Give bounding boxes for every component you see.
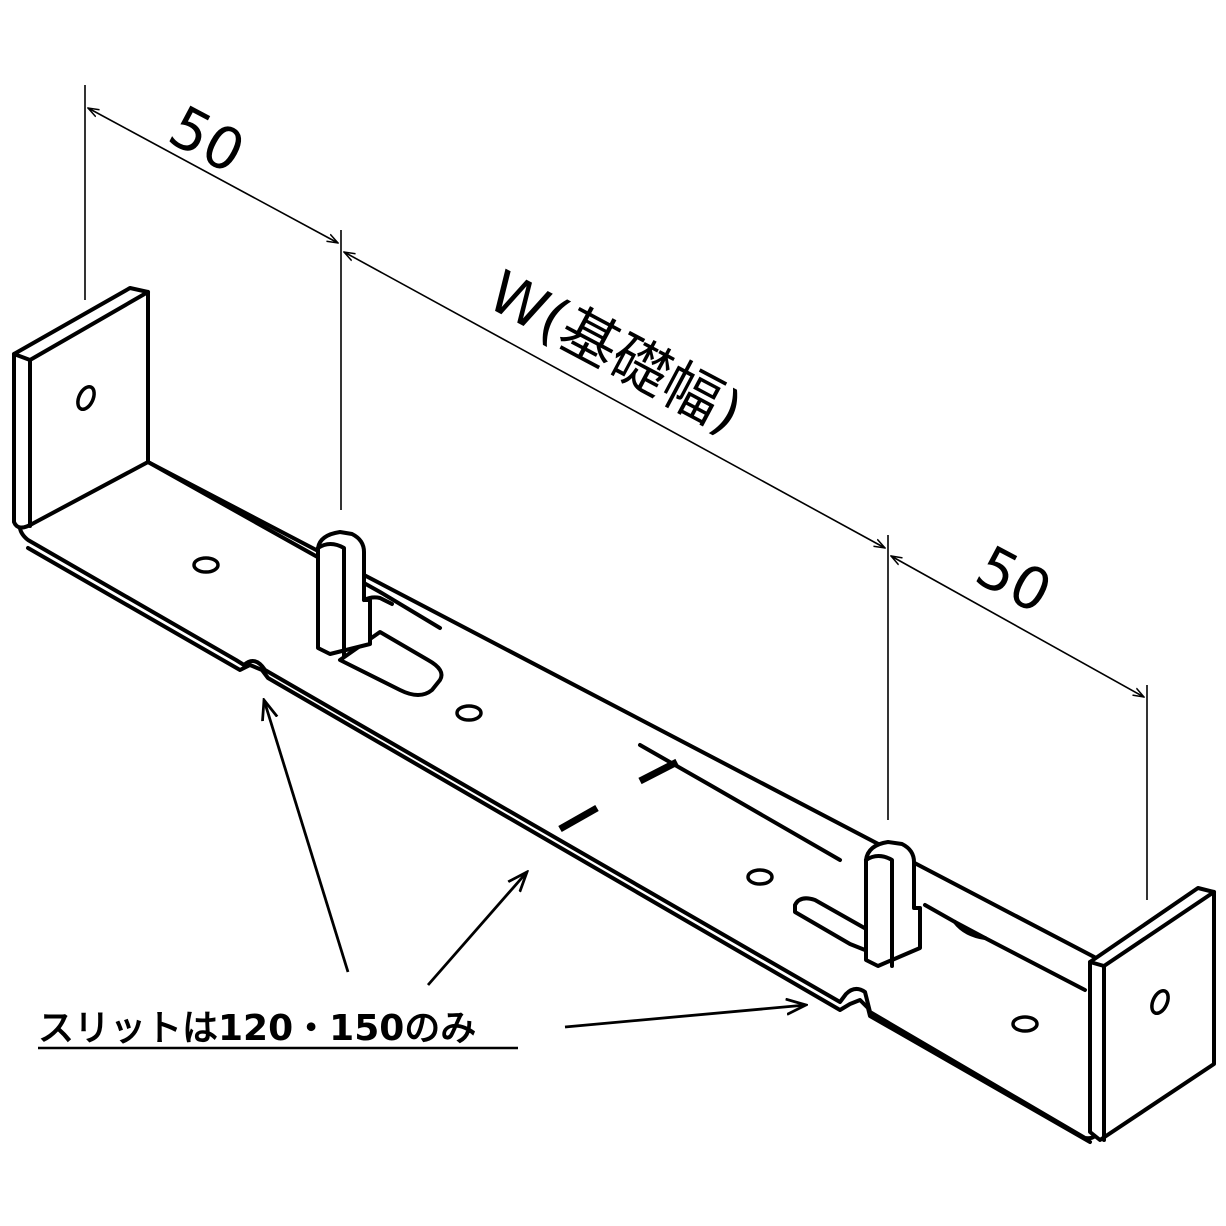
dimension-line-left xyxy=(88,108,338,243)
right-flange xyxy=(1088,886,1216,1142)
dimension-w-label: W(基礎幅) xyxy=(477,257,753,447)
leader-slit-right xyxy=(564,1005,806,1029)
slit-note: スリットは120・150のみ xyxy=(38,1008,476,1049)
base-hole-3 xyxy=(746,868,774,886)
base-back-edge-2 xyxy=(638,743,842,862)
base-hole-4 xyxy=(1011,1015,1039,1033)
dimension-left-label: 50 xyxy=(158,92,255,187)
right-tab-notch xyxy=(953,920,987,940)
base-hole-1 xyxy=(192,556,220,574)
right-flange-hole xyxy=(1150,988,1170,1016)
base-front-edge xyxy=(26,546,1092,1144)
dimension-lines xyxy=(84,85,1148,900)
dimension-right-label: 50 xyxy=(965,532,1062,627)
dimension-line-w xyxy=(344,252,885,548)
base-back-edge-3 xyxy=(923,903,1087,992)
left-slot xyxy=(338,630,444,697)
base-back-edge xyxy=(146,460,442,630)
center-mark-2 xyxy=(638,758,679,785)
dimension-line-right xyxy=(891,556,1144,697)
center-mark-1 xyxy=(558,804,599,833)
right-tab-front xyxy=(864,854,894,968)
leader-slit-left xyxy=(264,700,350,973)
bracket-part xyxy=(12,286,1216,1144)
left-tab-notch xyxy=(362,595,394,606)
leader-center xyxy=(426,872,527,986)
base-hole-2 xyxy=(455,704,483,722)
left-flange-hole xyxy=(76,384,96,412)
note-leaders xyxy=(264,700,806,1029)
